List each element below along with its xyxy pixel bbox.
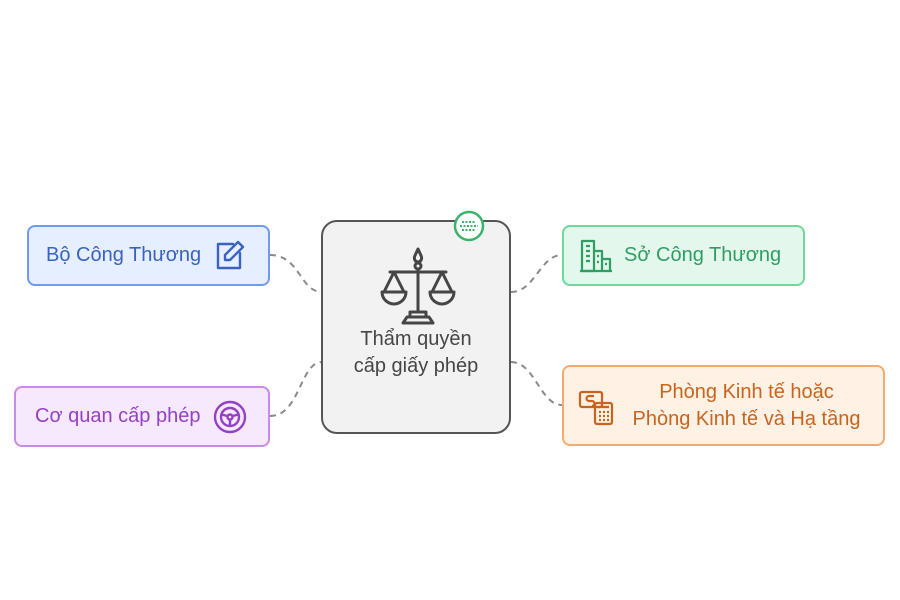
node-label: Bộ Công Thương bbox=[46, 244, 202, 266]
node-so-cong-thuong[interactable]: Sở Công Thương bbox=[562, 225, 805, 286]
node-label: Phòng Kinh tế hoặc Phòng Kinh tế và Hạ t… bbox=[618, 379, 883, 433]
node-label-line-2: Phòng Kinh tế và Hạ tầng bbox=[632, 407, 861, 430]
node-label: Sở Công Thương bbox=[624, 244, 782, 266]
node-co-quan-cap-phep[interactable]: Cơ quan cấp phép bbox=[14, 386, 270, 447]
buildings-icon bbox=[578, 238, 614, 274]
balance-scale-icon bbox=[376, 246, 460, 335]
connector-phong-kinh-te bbox=[510, 361, 563, 406]
connector-so-cong-thuong bbox=[510, 254, 563, 293]
steering-wheel-icon bbox=[212, 399, 248, 435]
money-calculator-icon bbox=[578, 386, 614, 426]
connector-co-quan-cap-phep bbox=[269, 361, 323, 417]
watermark-badge-icon bbox=[452, 209, 486, 248]
node-phong-kinh-te[interactable]: Phòng Kinh tế hoặc Phòng Kinh tế và Hạ t… bbox=[562, 365, 885, 446]
node-label: Cơ quan cấp phép bbox=[35, 405, 201, 427]
node-bo-cong-thuong[interactable]: Bộ Công Thương bbox=[27, 225, 270, 286]
connector-bo-cong-thuong bbox=[269, 254, 323, 293]
central-title: Thẩm quyền cấp giấy phép bbox=[353, 328, 479, 377]
edit-icon bbox=[211, 238, 247, 274]
central-topic[interactable]: Thẩm quyền cấp giấy phép bbox=[321, 220, 511, 434]
node-label-line-1: Phòng Kinh tế hoặc bbox=[659, 380, 834, 403]
